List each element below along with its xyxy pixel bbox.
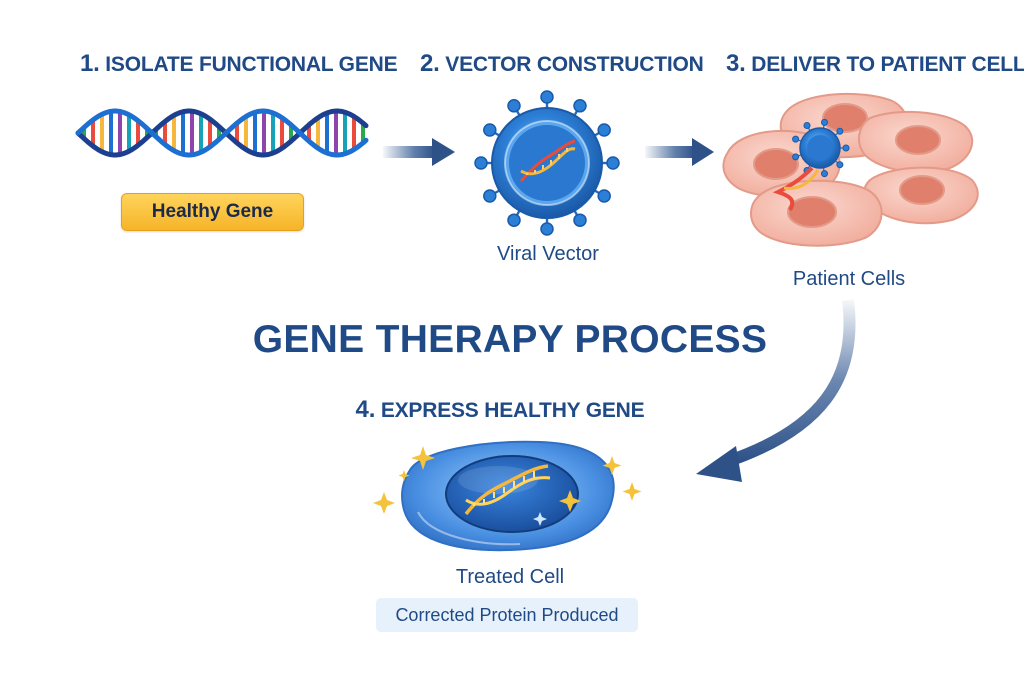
- viral-vector-caption: Viral Vector: [497, 243, 599, 265]
- virus-spike-tip: [606, 156, 620, 170]
- step-4-title: 4. EXPRESS HEALTHY GENE: [340, 396, 660, 424]
- virus-spike-tip: [474, 156, 488, 170]
- virus-spike-tip: [836, 161, 844, 169]
- step-1-title: 1. ISOLATE FUNCTIONAL GENE: [80, 50, 398, 78]
- step-2-number: 2.: [420, 50, 440, 77]
- arrow-step3-to-step4: [696, 299, 856, 482]
- step-2-title: 2. VECTOR CONSTRUCTION: [420, 50, 704, 78]
- page-title: GENE THERAPY PROCESS: [252, 318, 768, 361]
- virus-spike-tip: [597, 123, 611, 137]
- arrow-step2-to-step3: [645, 138, 714, 166]
- virus-spike-tip: [507, 99, 521, 113]
- treated-cell-icon: [401, 440, 615, 552]
- step-1-number: 1.: [80, 50, 100, 77]
- virus-spike-tip: [573, 213, 587, 227]
- dna-helix-icon: [75, 108, 369, 158]
- step-4-label: EXPRESS HEALTHY GENE: [380, 399, 645, 422]
- virus-spike-tip: [483, 123, 497, 137]
- virus-spike-tip: [540, 90, 554, 104]
- step-1-label: ISOLATE FUNCTIONAL GENE: [105, 53, 398, 76]
- patient-cells-caption: Patient Cells: [792, 268, 906, 290]
- virus-spike-tip: [792, 135, 800, 143]
- virus-icon: [474, 90, 620, 236]
- virus-spike-tip: [842, 144, 850, 152]
- healthy-gene-badge: Healthy Gene: [121, 193, 304, 231]
- step-3-label: DELIVER TO PATIENT CELLS: [751, 53, 1024, 76]
- virus-spike-tip: [821, 118, 828, 126]
- virus-spike-tip: [836, 127, 844, 135]
- step-3-title: 3. DELIVER TO PATIENT CELLS: [726, 50, 1024, 78]
- virus-spike-tip: [792, 153, 800, 161]
- virus-spike-tip: [507, 213, 521, 227]
- corrected-protein-badge: Corrected Protein Produced: [376, 598, 638, 632]
- virus-spike-tip: [597, 189, 611, 203]
- virus-spike-tip: [573, 99, 587, 113]
- step-3-number: 3.: [726, 50, 746, 77]
- step-4-number: 4.: [355, 396, 376, 423]
- sparkle-icon: [373, 446, 642, 526]
- virus-spike-tip: [483, 189, 497, 203]
- virus-spike-tip: [540, 222, 554, 236]
- step-2-label: VECTOR CONSTRUCTION: [445, 53, 704, 76]
- virus-spike-tip: [803, 122, 811, 129]
- treated-cell-caption: Treated Cell: [455, 566, 565, 588]
- patient-cells-icon: [722, 92, 979, 247]
- virus-spike-tip: [821, 170, 828, 178]
- arrow-step1-to-step2: [383, 138, 455, 166]
